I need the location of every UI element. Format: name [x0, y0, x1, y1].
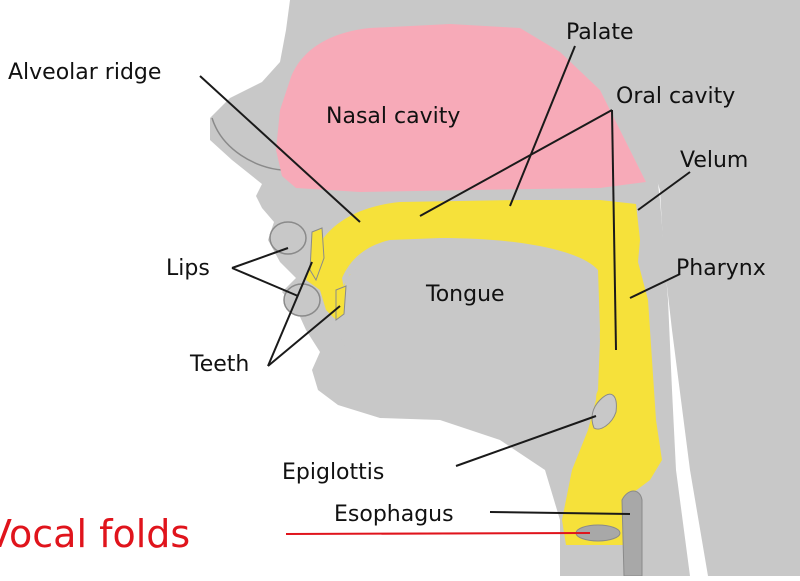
upper-lip-shape — [270, 222, 306, 254]
label-oral-cavity: Oral cavity — [616, 84, 735, 110]
label-vocal-folds: Vocal folds — [0, 512, 190, 556]
label-teeth: Teeth — [190, 352, 249, 378]
leader-line-lips-2 — [232, 268, 298, 296]
label-lips: Lips — [166, 256, 210, 282]
label-esophagus: Esophagus — [334, 502, 454, 528]
label-velum: Velum — [680, 148, 748, 174]
label-tongue: Tongue — [426, 282, 505, 308]
lower-lip-shape — [284, 284, 320, 316]
label-epiglottis: Epiglottis — [282, 460, 384, 486]
leader-line-vocal-folds — [286, 533, 590, 534]
label-pharynx: Pharynx — [676, 256, 766, 282]
esophagus-shape — [622, 491, 642, 576]
label-nasal-cavity: Nasal cavity — [326, 104, 460, 130]
label-alveolar-ridge: Alveolar ridge — [8, 60, 161, 86]
label-palate: Palate — [566, 20, 634, 46]
